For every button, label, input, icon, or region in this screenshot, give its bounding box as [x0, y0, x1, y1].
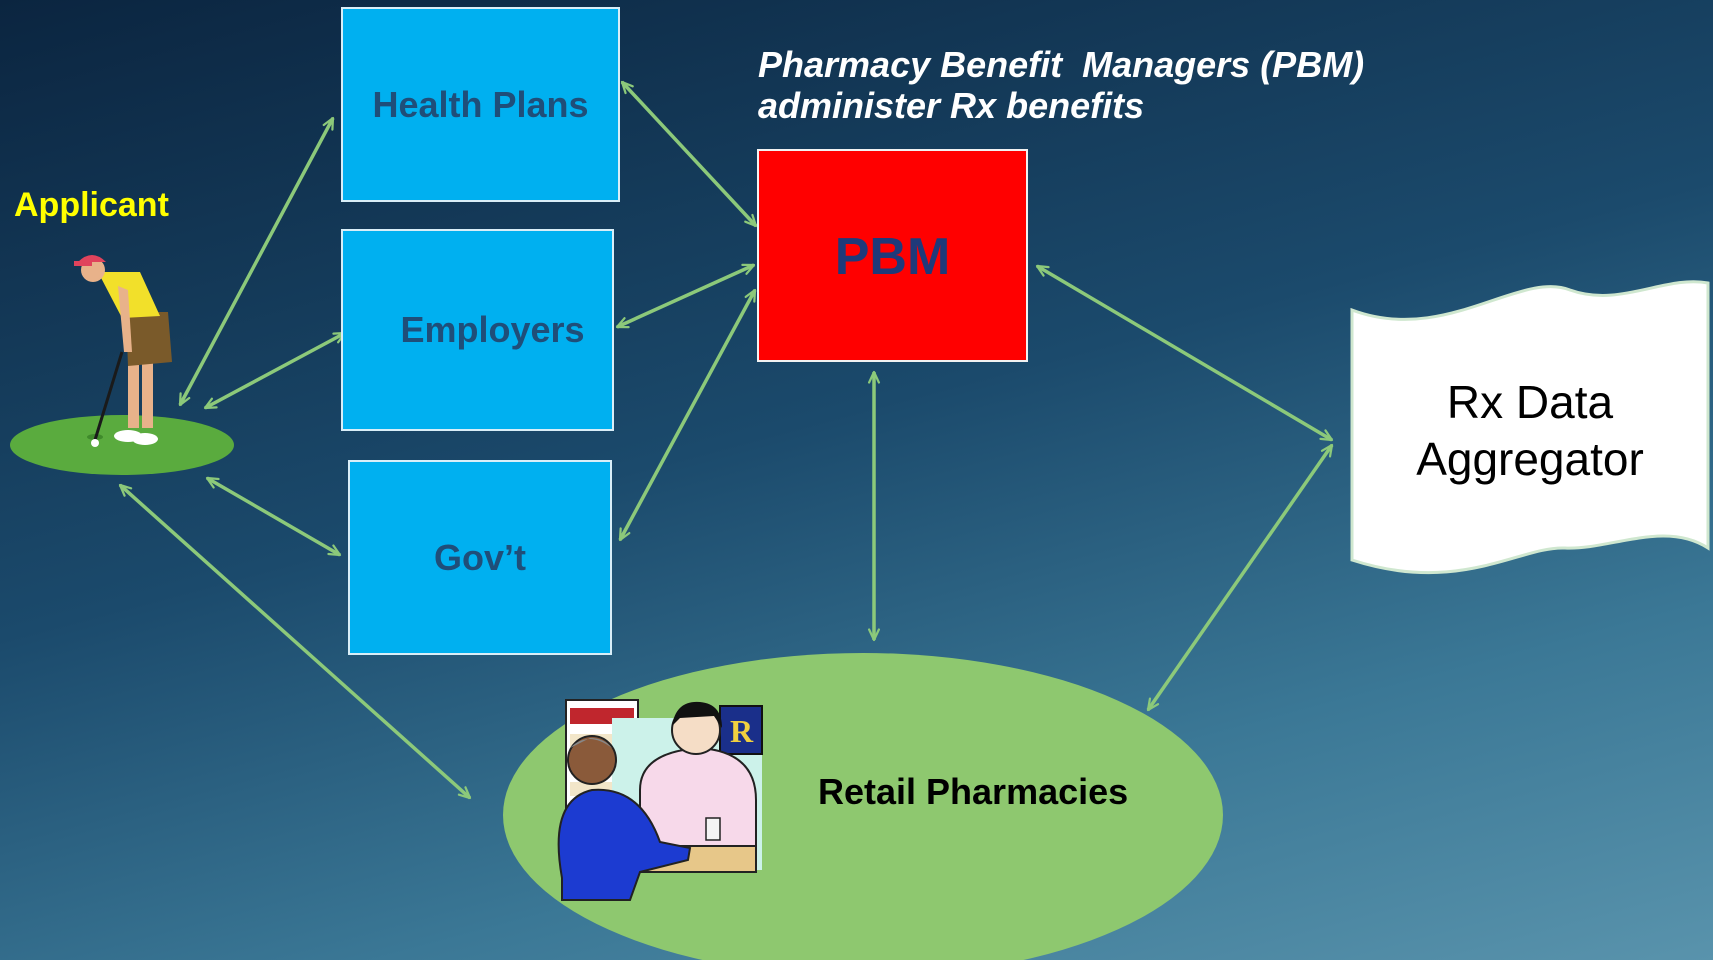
connector-govt-pbm: [618, 288, 757, 542]
employers-box: Employers: [341, 229, 614, 431]
golfer-icon: [74, 255, 172, 447]
golf-green: [10, 415, 234, 475]
govt-label: Gov’t: [433, 536, 526, 578]
caption-line-1: Pharmacy Benefit Managers (PBM): [758, 44, 1365, 85]
retail-pharmacies-label: Retail Pharmacies: [818, 771, 1129, 812]
connector-aggregator-pharmacies: [1146, 443, 1334, 712]
pbm-label: PBM: [834, 228, 951, 286]
connector-applicant-pharmacies: [118, 483, 472, 800]
connector-applicant-healthplans: [178, 116, 335, 407]
aggregator-label-line-2: Aggregator: [1416, 433, 1644, 485]
pbm-box: PBM: [757, 149, 1028, 362]
connector-applicant-employers: [203, 331, 347, 410]
connector-employers-pbm: [615, 263, 756, 329]
connectors: [118, 80, 1334, 800]
svg-text:R: R: [730, 713, 754, 749]
connector-applicant-govt: [205, 476, 342, 557]
aggregator-label: Rx Data Aggregator: [1380, 374, 1680, 488]
caption-line-2: administer Rx benefits: [758, 85, 1145, 126]
aggregator-label-line-1: Rx Data: [1446, 376, 1614, 428]
health-plans-box: Health Plans: [341, 7, 620, 202]
health-plans-label: Health Plans: [372, 83, 589, 125]
connector-pbm-aggregator: [1035, 264, 1334, 442]
applicant-label: Applicant: [14, 186, 169, 224]
employers-label: Employers: [400, 309, 585, 350]
aggregator-scroll-shape: [1350, 280, 1710, 575]
connector-healthplans-pbm: [620, 80, 758, 228]
pharmacist-icon: R: [557, 699, 763, 901]
govt-box: Gov’t: [348, 460, 612, 655]
pbm-caption: Pharmacy Benefit Managers (PBM) administ…: [758, 44, 1458, 126]
